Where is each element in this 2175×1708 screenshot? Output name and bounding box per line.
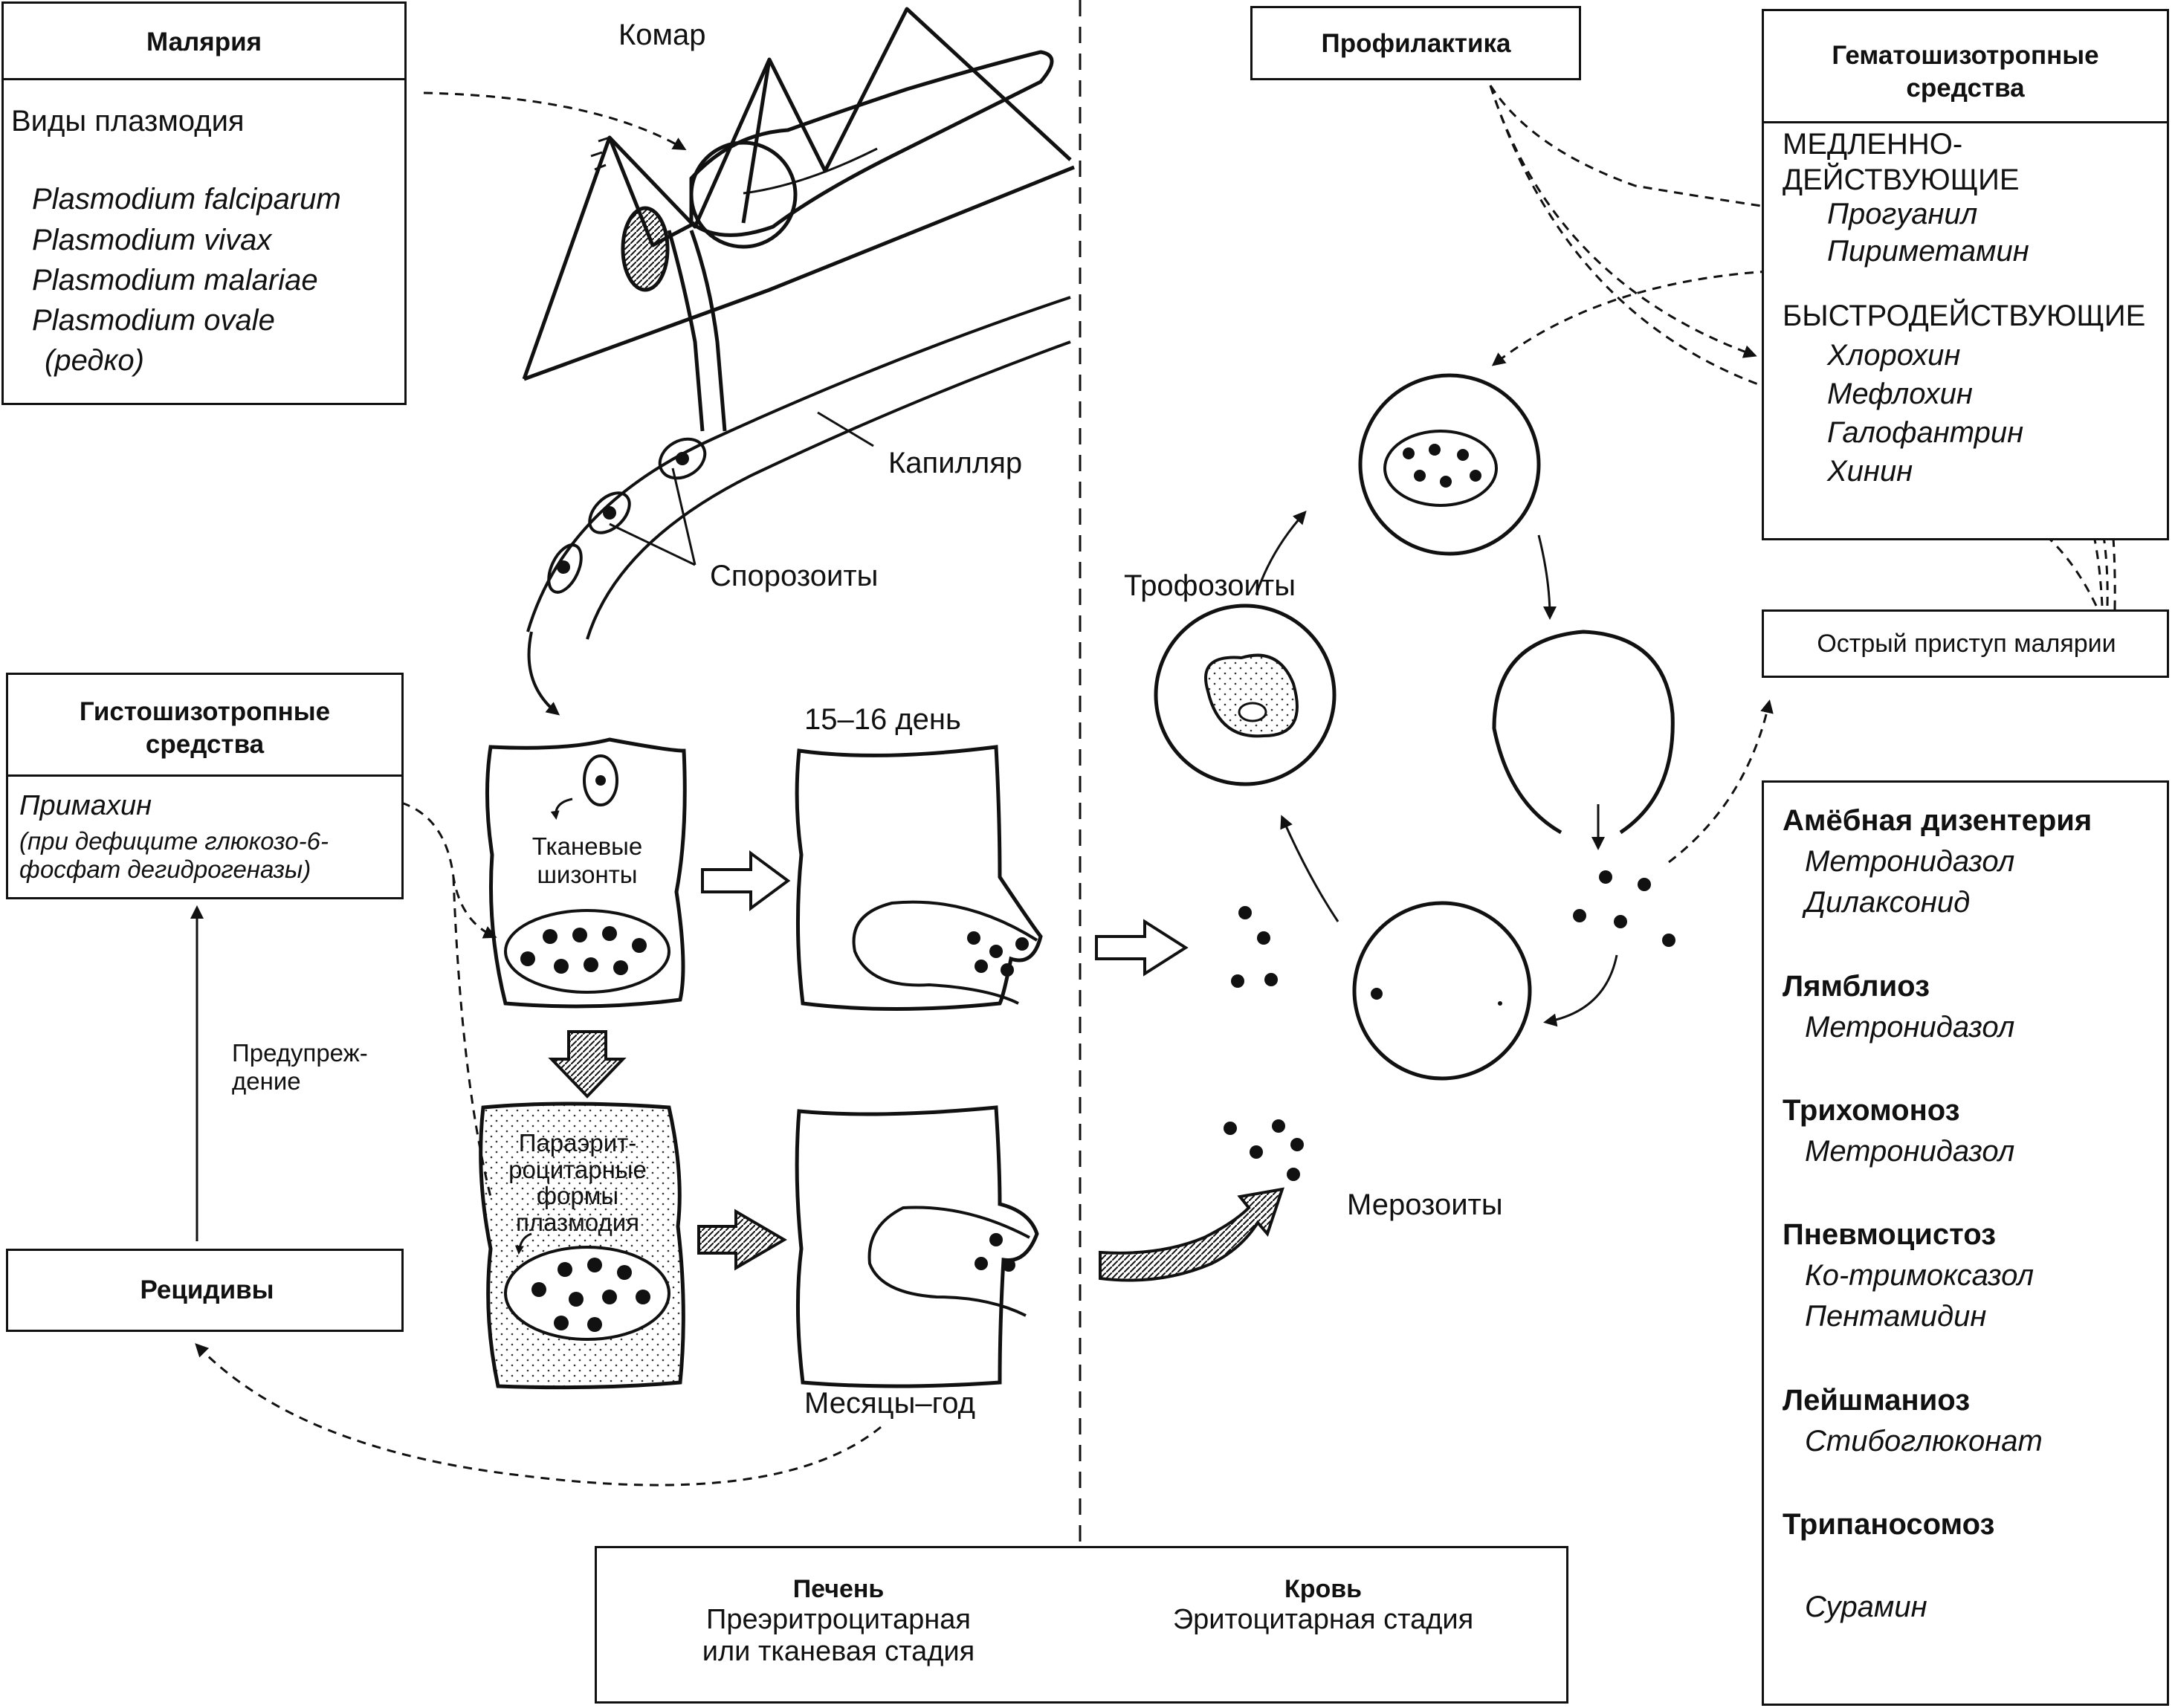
drug-co-trimoxazole: Ко-тримоксазол [1805, 1259, 2035, 1292]
months-label: Месяцы–год [804, 1387, 975, 1420]
mosquito-label: Комар [618, 19, 706, 51]
histoschizotropic-box: Гистошизотропные средства Примахин (при … [6, 673, 404, 899]
paraerythrocytic-label: Параэрит- роцитарные формы плазмодия [500, 1130, 656, 1236]
drug-metronidazole-giardiasis: Метронидазол [1805, 1011, 2015, 1044]
species-heading: Виды плазмодия [11, 105, 245, 138]
paraerythrocytic-line3: формы [536, 1182, 619, 1210]
g6pd-note: (при дефиците глюкозо-6- фосфат дегидрог… [19, 827, 329, 884]
tissue-schizonts-line2: шизонты [537, 860, 638, 888]
tissue-schizonts-line1: Тканевые [531, 832, 643, 860]
hemato-title-line2: средства [1906, 73, 2025, 103]
acute-attack-box: Острый приступ малярии [1762, 609, 2169, 678]
disease-pneumocystosis: Пневмоцистоз [1783, 1218, 1996, 1251]
prophylaxis-box: Профилактика [1250, 6, 1581, 80]
malaria-box: Малярия Виды плазмодия Plasmodium falcip… [1, 1, 407, 405]
hemato-title: Гематошизотропные средства [1764, 11, 2167, 123]
species-falciparum: Plasmodium falciparum [32, 183, 341, 216]
hemato-title-line1: Гематошизотропные [1832, 41, 2099, 70]
species-vivax: Plasmodium vivax [32, 224, 272, 256]
slow-acting-line2: ДЕЙСТВУЮЩИЕ [1783, 164, 2020, 196]
warning-line2: дение [232, 1067, 301, 1095]
blood-stage-title: Кровь [1284, 1575, 1363, 1603]
slow-acting-line1: МЕДЛЕННО- [1783, 128, 1963, 161]
drug-metronidazole-trichomoniasis: Метронидазол [1805, 1135, 2015, 1168]
protozoal-diseases-box: Амёбная дизентерия Метронидазол Дилаксон… [1762, 780, 2169, 1706]
paraerythrocytic-line2: роцитарные [508, 1155, 647, 1183]
blood-stage-desc: Эритоцитарная стадия [1172, 1604, 1474, 1635]
disease-trichomoniasis: Трихомоноз [1783, 1094, 1960, 1127]
species-malariae: Plasmodium malariae [32, 264, 318, 297]
merozoites-label: Мерозоиты [1347, 1188, 1503, 1221]
capillary-drawing [526, 296, 1071, 640]
drug-chloroquine: Хлорохин [1827, 339, 1961, 372]
acute-attack-title: Острый приступ малярии [1817, 630, 2116, 658]
liver-stage: Печень Преэритроцитарная или тканевая ст… [597, 1548, 1080, 1701]
arrow-paraerythrocytic-to-release [697, 1209, 787, 1271]
warning-label: Предупреж- дение [232, 1039, 368, 1096]
drug-pentamidine: Пентамидин [1805, 1300, 1987, 1333]
liver-cell-late-release [795, 1105, 1039, 1388]
arrow-schizont-to-release [701, 850, 791, 911]
blood-stage: Кровь Эритоцитарная стадия [1080, 1548, 1566, 1701]
malaria-title: Малярия [4, 4, 404, 80]
arrow-release-to-blood [1095, 919, 1189, 977]
entry-arrow [527, 631, 560, 716]
drug-metronidazole-amoebic: Метронидазол [1805, 845, 2015, 878]
g6pd-note-line1: (при дефиците глюкозо-6- [19, 827, 329, 855]
paraerythrocytic-line1: Параэрит- [518, 1129, 637, 1157]
tissue-schizonts-label: Тканевые шизонты [513, 832, 662, 889]
fast-acting-header: БЫСТРОДЕЙСТВУЮЩИЕ [1783, 300, 2146, 332]
primaquine-label: Примахин [19, 790, 152, 821]
hematoschizotropic-box: Гематошизотропные средства МЕДЛЕННО- ДЕЙ… [1762, 9, 2169, 540]
trophozoites-label: Трофозоиты [1124, 569, 1296, 602]
drug-quinine: Хинин [1827, 455, 1913, 488]
sporozoites-label: Спорозоиты [710, 560, 879, 592]
drug-suramin: Сурамин [1805, 1591, 1927, 1623]
arrow-to-paraerythrocytic [548, 1030, 627, 1099]
disease-giardiasis: Лямблиоз [1783, 970, 1930, 1003]
schizont-body [504, 909, 670, 994]
disease-leishmaniasis: Лейшманиоз [1783, 1384, 1971, 1417]
warning-line1: Предупреж- [232, 1039, 368, 1067]
cycle-arrows [1255, 511, 1618, 1027]
drug-proguanil: Прогуанил [1827, 198, 1978, 230]
drug-mefloquine: Мефлохин [1827, 378, 1973, 410]
slow-acting-header: МЕДЛЕННО- ДЕЙСТВУЮЩИЕ [1783, 126, 2020, 198]
species-rare-note: (редко) [45, 344, 144, 377]
drug-halofantrine: Галофантрин [1827, 416, 2024, 449]
histo-title: Гистошизотропные средства [8, 675, 401, 777]
disease-trypanosomiasis: Трипаносомоз [1783, 1508, 1995, 1541]
histo-title-line1: Гистошизотропные [79, 697, 331, 726]
species-ovale: Plasmodium ovale [32, 304, 275, 337]
dormant-nuclei [531, 1258, 650, 1332]
schizont-nuclei [520, 926, 647, 975]
drug-diloxanide: Дилаксонид [1805, 886, 1971, 919]
disease-amoebic-dysentery: Амёбная дизентерия [1783, 804, 2092, 837]
liver-cell-release [795, 745, 1043, 1011]
merozoites-cluster [1224, 1119, 1304, 1181]
erythrocytic-cycle [1154, 373, 1675, 1081]
liver-stage-line2: или тканевая стадия [702, 1636, 975, 1667]
day-label: 15–16 день [804, 703, 961, 736]
drug-pyrimethamine: Пириметамин [1827, 235, 2029, 268]
liver-stage-title: Печень [792, 1575, 885, 1603]
g6pd-note-line2: фосфат дегидрогеназы) [19, 855, 311, 883]
histo-title-line2: средства [145, 729, 265, 759]
mosquito-drawing [522, 7, 1075, 432]
released-merozoites-liver [967, 931, 1029, 977]
paraerythrocytic-line4: плазмодия [515, 1208, 640, 1236]
stage-box: Печень Преэритроцитарная или тканевая ст… [595, 1546, 1568, 1704]
relapses-title: Рецидивы [140, 1275, 274, 1304]
prophylaxis-title: Профилактика [1321, 29, 1511, 58]
capillary-label: Капилляр [888, 447, 1023, 479]
liver-stage-line1: Преэритроцитарная [706, 1604, 971, 1635]
arrow-late-release-to-blood [1099, 1187, 1284, 1282]
free-merozoites [1231, 906, 1278, 988]
drug-stibogluconate: Стибоглюконат [1805, 1425, 2043, 1458]
relapses-box: Рецидивы [6, 1249, 404, 1332]
